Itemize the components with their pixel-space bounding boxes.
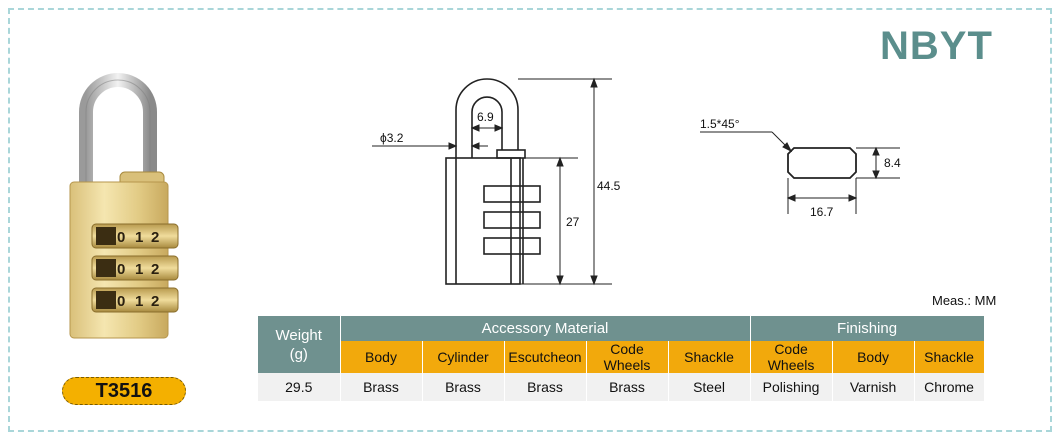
col-escutcheon: Escutcheon <box>504 341 587 373</box>
dim-section-height: 8.4 <box>884 156 901 170</box>
spec-table: Weight (g) Accessory Material Finishing … <box>258 316 985 401</box>
finishing-header: Finishing <box>750 316 985 341</box>
dim-chamfer: 1.5*45° <box>700 117 740 131</box>
front-view <box>445 78 541 285</box>
model-number-badge: T3516 <box>62 377 186 405</box>
page-frame <box>8 8 1052 432</box>
dial-digit: 1 <box>135 261 143 278</box>
code-wheels <box>91 223 179 313</box>
weight-header: Weight (g) <box>258 316 341 373</box>
dial-digit: 1 <box>135 293 143 310</box>
dial-digit: 2 <box>151 261 159 278</box>
dimension-lines <box>372 77 612 286</box>
col-finish-shackle: Shackle <box>914 341 985 373</box>
table-cell: Varnish <box>832 373 915 401</box>
table-cell: Brass <box>340 373 423 401</box>
dim-shackle-diameter: ϕ3.2 <box>380 131 404 145</box>
dial-digit: 0 <box>117 229 125 246</box>
table-cell: Chrome <box>914 373 985 401</box>
weight-value: 29.5 <box>258 373 341 401</box>
dim-shackle-inner-width: 6.9 <box>477 110 494 124</box>
dial-digit: 0 <box>117 293 125 310</box>
table-cell: Polishing <box>750 373 833 401</box>
measurement-unit-note: Meas.: MM <box>932 293 997 308</box>
col-finish-body: Body <box>832 341 915 373</box>
col-finish-code-wheels: Code Wheels <box>750 341 833 373</box>
table-cell: Brass <box>504 373 587 401</box>
weight-unit: (g) <box>289 345 308 363</box>
accessory-material-header: Accessory Material <box>340 316 751 341</box>
table-row: 29.5 Brass Brass Brass Brass Steel Polis… <box>258 373 985 401</box>
col-cylinder: Cylinder <box>422 341 505 373</box>
dial-digits: 0 1 2 0 1 2 0 1 2 <box>117 229 159 310</box>
dial-digit: 0 <box>117 261 125 278</box>
dim-section-width: 16.7 <box>810 205 834 219</box>
col-shackle: Shackle <box>668 341 751 373</box>
dial-digit: 2 <box>151 293 159 310</box>
brand-logo: NBYT <box>880 24 993 68</box>
col-code-wheels: Code Wheels <box>586 341 669 373</box>
weight-label: Weight <box>275 326 322 344</box>
table-cell: Brass <box>586 373 669 401</box>
dim-overall-height: 44.5 <box>597 179 621 193</box>
section-view <box>700 131 900 214</box>
dial-digit: 1 <box>135 229 143 246</box>
col-body: Body <box>340 341 423 373</box>
table-cell: Brass <box>422 373 505 401</box>
dial-digit: 2 <box>151 229 159 246</box>
table-cell: Steel <box>668 373 751 401</box>
dim-body-height: 27 <box>566 215 580 229</box>
